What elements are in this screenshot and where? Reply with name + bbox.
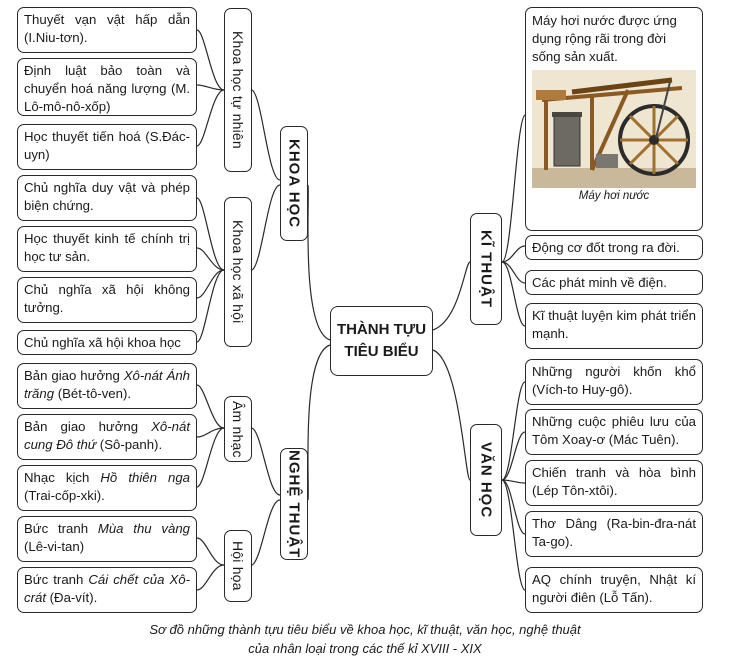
social-item-3: Chủ nghĩa xã hội không tưởng. [17,277,197,323]
science-node: KHOA HỌC [280,126,308,241]
painting-node: Hội họa [224,530,252,602]
natural-science-node: Khoa học tự nhiên [224,8,252,172]
social-item-2: Học thuyết kinh tế chính trị học tư sản. [17,226,197,272]
caption-line1: Sơ đồ những thành tựu tiêu biểu về khoa … [149,622,581,637]
art-label: NGHỆ THUẬT [285,449,303,559]
music-item-2: Bản giao hưởng Xô-nát cung Đô thứ (Sô-pa… [17,414,197,460]
art-node: NGHỆ THUẬT [280,448,308,560]
natural-item-2: Định luật bảo toàn và chuyển hoá năng lư… [17,58,197,116]
literature-node: VĂN HỌC [470,424,502,536]
social-science-label: Khoa học xã hội [230,220,246,324]
natural-item-3: Học thuyết tiến hoá (S.Đác-uyn) [17,124,197,170]
technology-label: KĨ THUẬT [477,230,495,308]
steam-engine-caption: Máy hơi nước [578,190,650,202]
center-node: THÀNH TỰU TIÊU BIỂU [330,306,433,376]
literature-item-1: Những người khốn khổ (Vích-to Huy-gô). [525,359,703,405]
literature-label: VĂN HỌC [477,441,495,519]
social-item-1: Chủ nghĩa duy vật và phép biện chứng. [17,175,197,221]
technology-node: KĨ THUẬT [470,213,502,325]
technology-item-3: Kĩ thuật luyện kim phát triển mạnh. [525,303,703,349]
literature-item-3: Chiến tranh và hòa bình (Lép Tôn-xtôi). [525,460,703,506]
music-item-1: Bản giao hưởng Xô-nát Ánh trăng (Bét-tô-… [17,363,197,409]
painting-item-2: Bức tranh Cái chết của Xô-crát (Đa-vít). [17,567,197,613]
figure-caption: Sơ đồ những thành tựu tiêu biểu về khoa … [0,620,730,658]
natural-item-1: Thuyết vạn vật hấp dẫn (I.Niu-tơn). [17,7,197,53]
painting-label: Hội họa [230,541,246,591]
social-item-4: Chủ nghĩa xã hội khoa học [17,330,197,355]
music-item-3: Nhạc kịch Hồ thiên nga (Trai-cốp-xki). [17,465,197,511]
painting-item-1: Bức tranh Mùa thu vàng (Lê-vi-tan) [17,516,197,562]
science-label: KHOA HỌC [285,138,303,229]
natural-science-label: Khoa học tự nhiên [230,31,246,149]
center-title-line2: TIÊU BIỂU [344,343,419,360]
music-label: Âm nhạc [230,400,246,458]
steam-engine-card: Máy hơi nước được ứng dụng rộng rãi tron… [525,7,703,231]
technology-item-2: Các phát minh về điện. [525,270,703,295]
literature-item-5: AQ chính truyện, Nhật kí người điên (Lỗ … [525,567,703,613]
music-node: Âm nhạc [224,396,252,462]
steam-engine-text: Máy hơi nước được ứng dụng rộng rãi tron… [532,13,677,64]
social-science-node: Khoa học xã hội [224,197,252,347]
literature-item-2: Những cuộc phiêu lưu của Tôm Xoay-ơ (Mác… [525,409,703,455]
literature-item-4: Thơ Dâng (Ra-bin-đra-nát Ta-go). [525,511,703,557]
center-title-line1: THÀNH TỰU [336,321,427,338]
caption-line2: của nhân loại trong các thế kỉ XVIII - X… [248,641,482,656]
technology-item-1: Động cơ đốt trong ra đời. [525,235,703,260]
steam-engine-image [532,70,696,188]
